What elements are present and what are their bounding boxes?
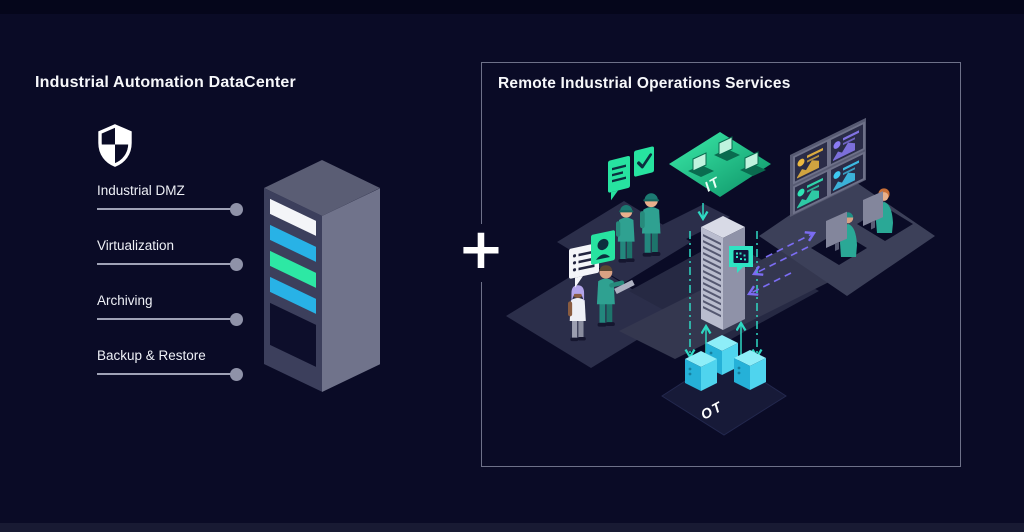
feature-label: Virtualization: [97, 238, 175, 253]
desk-monitor: [863, 191, 883, 230]
checkmark-panel-icon: [634, 146, 654, 177]
rack-slot: [270, 224, 316, 262]
standing-worker-laptop: [596, 265, 635, 327]
rack-side-face: [322, 188, 380, 392]
datacenter-title: Industrial Automation DataCenter: [35, 74, 296, 91]
rack-slot: [270, 302, 316, 367]
security-shield-icon: [98, 124, 132, 167]
seated-operator-1: [826, 211, 857, 257]
top-band: [0, 0, 1024, 14]
standing-technician-2: [640, 193, 661, 257]
chip-badge-icon: [729, 246, 753, 273]
checklist-panel-icon: [608, 155, 630, 201]
remote-ops-panel: Remote Industrial Operations Services: [481, 62, 961, 467]
rack-slot: [270, 276, 316, 314]
laptop-icon: [688, 152, 714, 177]
server-tower: [701, 216, 745, 331]
feature-archiving: Archiving: [97, 292, 243, 326]
plus-symbol: +: [457, 216, 505, 282]
standing-technician-1: [616, 205, 635, 263]
feature-label: Industrial DMZ: [97, 183, 185, 198]
standing-worker-lavender: [568, 285, 586, 342]
laptop-icon: [714, 136, 740, 161]
ot-platform: OT: [661, 335, 787, 436]
rack-slot: [270, 250, 316, 288]
dashboard-screen-yellow: [793, 138, 829, 185]
connector-dot: [230, 367, 243, 381]
desk-monitor: [826, 211, 847, 251]
feature-virtualization: Virtualization: [97, 237, 243, 271]
remote-ops-title: Remote Industrial Operations Services: [498, 75, 791, 92]
dashboard-screen-purple: [829, 121, 865, 167]
bottom-band: [0, 523, 1024, 532]
dashboard-screen-teal: [793, 168, 829, 215]
feature-list: Industrial DMZ Virtualization Archiving …: [97, 182, 243, 402]
dashboard-screen-cyan: [829, 151, 865, 197]
cube-icon: [685, 351, 717, 391]
seated-operator-2: [863, 188, 893, 233]
isometric-illustration: IT: [506, 117, 935, 436]
feature-label: Backup & Restore: [97, 348, 206, 363]
feature-industrial-dmz: Industrial DMZ: [97, 182, 243, 216]
it-label: IT: [702, 173, 723, 194]
purple-data-arrows: [749, 233, 814, 294]
platform-connector: [654, 204, 730, 242]
person-head-panel-icon: [591, 230, 615, 265]
connector-dot: [230, 202, 243, 216]
feature-backup-restore: Backup & Restore: [97, 347, 243, 381]
connector-dot: [230, 312, 243, 326]
rack-slot: [270, 198, 316, 236]
connector-dot: [230, 257, 243, 271]
rack-front-face: [264, 188, 322, 392]
plus-separator: +: [451, 216, 511, 282]
it-platform: IT: [669, 132, 771, 197]
server-rack-icon: [264, 160, 380, 392]
feature-label: Archiving: [97, 293, 153, 308]
laptop-icon: [740, 151, 766, 176]
monitor-wall: [790, 117, 866, 217]
cube-icon: [734, 350, 766, 390]
